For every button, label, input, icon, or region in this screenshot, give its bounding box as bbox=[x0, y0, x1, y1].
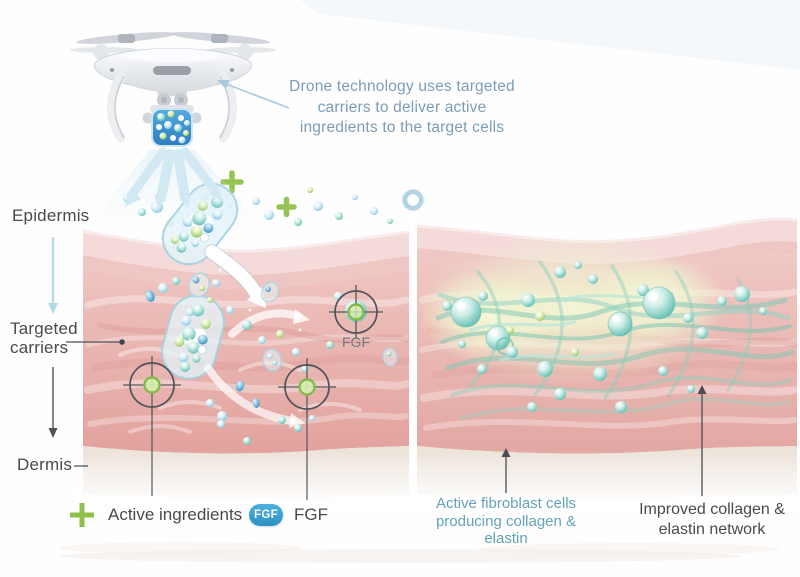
caption-active-fibroblast: Active fibroblast cells producing collag… bbox=[435, 495, 577, 547]
label-epidermis: Epidermis bbox=[12, 206, 90, 225]
legend-fgf-label: FGF bbox=[294, 505, 328, 524]
plus-icon bbox=[66, 500, 98, 530]
label-targeted-carriers: Targeted carriers bbox=[10, 319, 78, 357]
fgf-marker-label: FGF bbox=[342, 334, 370, 350]
target-marker-2 bbox=[278, 358, 336, 416]
released-ingredient-bubbles bbox=[145, 268, 398, 445]
fgf-badge: FGF bbox=[249, 504, 283, 526]
label-dermis: Dermis bbox=[17, 455, 73, 474]
drone-callout-text: Drone technology uses targeted carriers … bbox=[289, 78, 515, 136]
spray-arrows bbox=[86, 147, 268, 228]
skin-bottom-fade bbox=[75, 450, 800, 510]
panel-divider-pin bbox=[402, 189, 424, 470]
target-marker-fgf bbox=[329, 285, 383, 339]
targeted-carrier-capsule-2 bbox=[161, 294, 225, 380]
target-marker-1 bbox=[123, 356, 181, 414]
active-ingredient-plus-marks bbox=[220, 170, 297, 218]
legend-active-ingredients: Active ingredients bbox=[108, 505, 243, 524]
drone-icon bbox=[70, 32, 276, 147]
caption-improved-network: Improved collagen & elastin network bbox=[639, 501, 785, 538]
annotation-lines bbox=[48, 80, 707, 500]
drone-payload-capsule bbox=[151, 108, 193, 147]
carrier-fragment-clusters bbox=[187, 272, 398, 372]
right-panel-bubbles bbox=[442, 261, 767, 413]
